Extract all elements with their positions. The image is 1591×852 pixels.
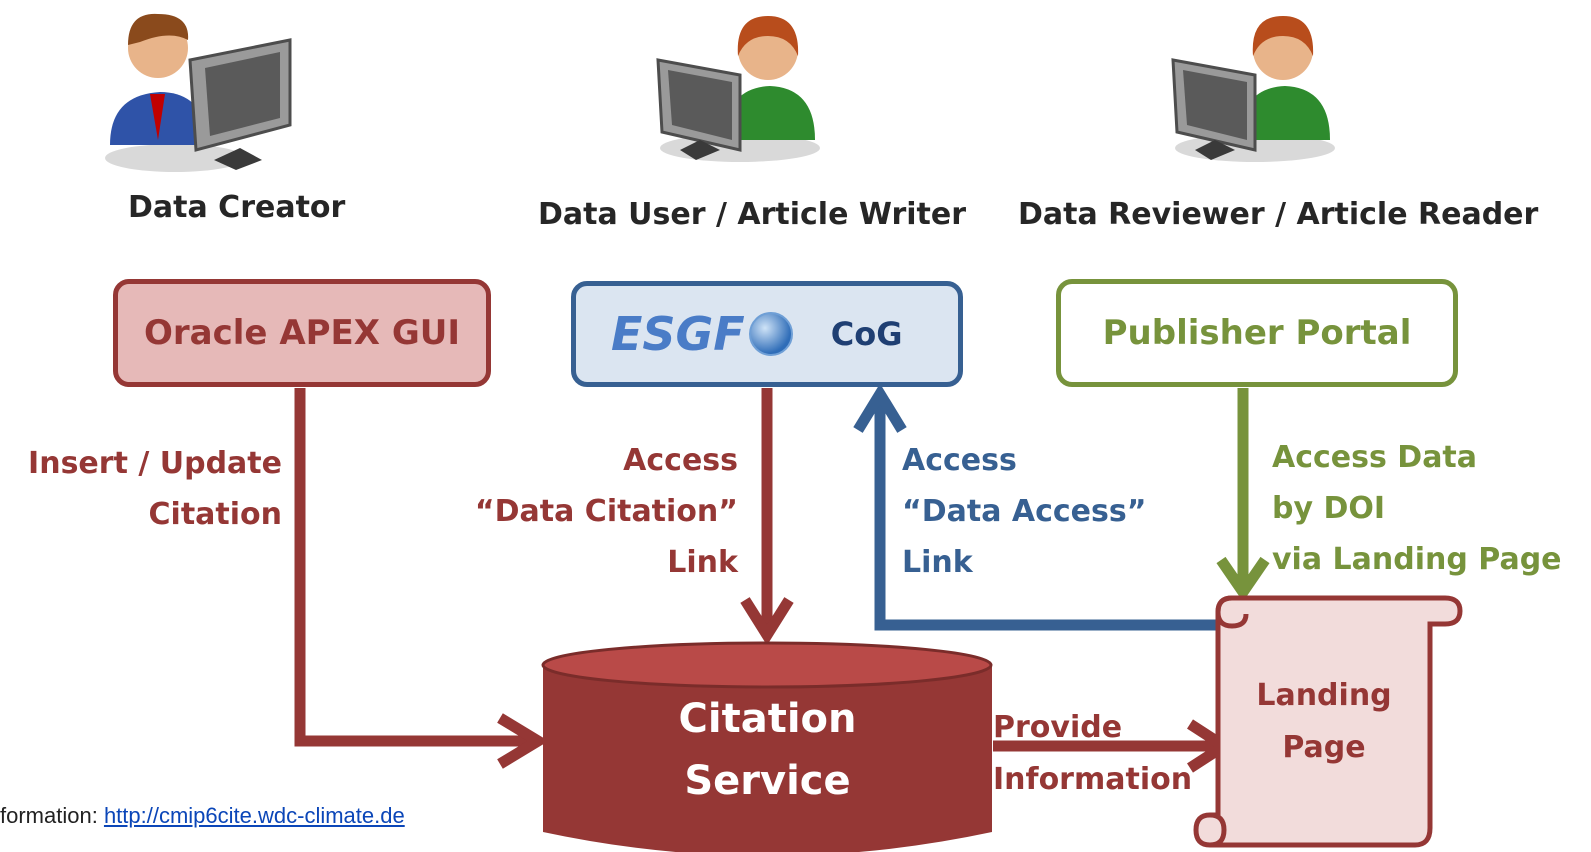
access-data-doi-label: Access Data by DOI via Landing Page [1272, 432, 1562, 585]
esgf-cog-box: ESGF CoG [571, 281, 963, 387]
access-citation-arrowhead [740, 597, 794, 646]
data-user-icon [656, 16, 820, 162]
access-data-access-line-2: “Data Access” [902, 494, 1147, 529]
insert-update-line-2: Citation [148, 497, 282, 532]
citation-service-line-1: Citation [678, 696, 857, 742]
insert-update-line-1: Insert / Update [28, 446, 282, 481]
access-data-citation-label: Access “Data Citation” Link [470, 435, 738, 588]
provide-information-line-1: Provide [993, 710, 1123, 745]
footer-link[interactable]: http://cmip6cite.wdc-climate.de [103, 803, 405, 828]
insert-update-arrowhead [497, 713, 549, 769]
access-data-doi-line-1: Access Data [1272, 440, 1478, 475]
role-data-creator: Data Creator [128, 190, 346, 225]
citation-service-cylinder [541, 641, 993, 852]
landing-page-scroll [1193, 595, 1463, 848]
access-doi-arrowhead [1216, 556, 1270, 602]
landing-page-line-2: Page [1282, 730, 1366, 765]
cog-label: CoG [830, 315, 903, 353]
esgf-logo-text: ESGF [611, 307, 745, 361]
access-data-access-line-3: Link [902, 545, 973, 580]
footer-prefix: formation: [0, 803, 104, 828]
footer-info: formation: http://cmip6cite.wdc-climate.… [0, 803, 405, 829]
access-data-access-arrowhead [853, 383, 907, 433]
access-data-access-label: Access “Data Access” Link [902, 435, 1146, 588]
publisher-portal-box: Publisher Portal [1056, 279, 1458, 387]
landing-page-line-1: Landing [1256, 678, 1392, 713]
insert-update-label: Insert / Update Citation [10, 438, 282, 540]
citation-service-label: Citation Service [543, 688, 992, 812]
landing-page-label: Landing Page [1218, 670, 1430, 774]
oracle-apex-gui-label: Oracle APEX GUI [144, 313, 460, 353]
provide-information-label: Provide Information [993, 702, 1192, 806]
access-data-access-arrow [874, 400, 1232, 631]
access-data-citation-line-1: Access [623, 443, 738, 478]
access-data-doi-line-2: by DOI [1272, 491, 1386, 526]
access-data-citation-line-2: “Data Citation” [474, 494, 738, 529]
access-data-doi-line-3: via Landing Page [1272, 542, 1562, 577]
data-creator-icon [105, 13, 292, 172]
insert-update-arrow [294, 388, 530, 747]
role-data-user: Data User / Article Writer [538, 197, 966, 232]
access-data-citation-line-3: Link [667, 545, 738, 580]
access-data-access-line-1: Access [902, 443, 1017, 478]
role-data-reviewer: Data Reviewer / Article Reader [1018, 197, 1539, 232]
citation-service-line-2: Service [684, 758, 851, 804]
oracle-apex-gui-box: Oracle APEX GUI [113, 279, 491, 387]
publisher-portal-label: Publisher Portal [1102, 313, 1412, 353]
globe-icon [748, 312, 793, 356]
data-reviewer-icon [1171, 16, 1335, 162]
provide-information-line-2: Information [993, 762, 1193, 797]
